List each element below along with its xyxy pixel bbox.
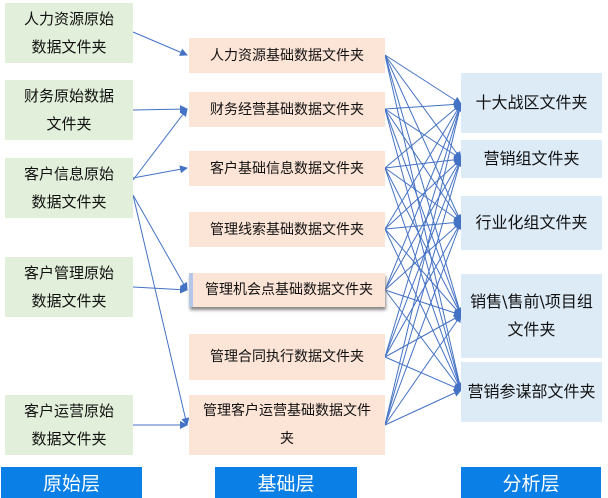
arrow-base-to-analysis xyxy=(384,158,462,230)
raw-folder-customer-info[interactable]: 客户信息原始数据文件夹 xyxy=(5,158,133,218)
raw-folder-label: 人力资源原始数据文件夹 xyxy=(23,10,114,56)
arrow-base-to-analysis xyxy=(384,314,462,358)
arrow-base-to-analysis xyxy=(384,221,462,358)
base-folder-label: 财务经营基础数据文件夹 xyxy=(210,101,364,118)
arrow-base-to-analysis xyxy=(384,108,464,391)
base-folder-finance[interactable]: 财务经营基础数据文件夹 xyxy=(189,92,385,127)
arrow-raw-to-base xyxy=(132,165,188,179)
arrow-base-to-analysis xyxy=(384,103,462,169)
arrow-base-to-analysis xyxy=(384,218,462,230)
base-folder-leads[interactable]: 管理线索基础数据文件夹 xyxy=(189,212,385,247)
arrow-raw-to-base xyxy=(132,31,188,56)
arrow-base-to-analysis xyxy=(384,289,462,317)
arrow-base-to-analysis xyxy=(384,289,462,391)
arrow-base-to-analysis xyxy=(384,54,462,105)
arrow-base-to-analysis xyxy=(384,221,462,291)
analysis-folder-label: 销售\售前\项目组文件夹 xyxy=(470,292,593,339)
arrow-base-to-analysis xyxy=(384,103,462,230)
arrow-base-to-analysis xyxy=(384,108,462,160)
base-folder-label: 管理线索基础数据文件夹 xyxy=(210,221,364,238)
base-folder-contracts[interactable]: 管理合同执行数据文件夹 xyxy=(189,334,385,380)
base-folder-label: 管理客户运营基础数据文件夹 xyxy=(203,403,371,447)
arrow-base-to-analysis xyxy=(384,167,463,391)
analysis-folder-label: 营销参谋部文件夹 xyxy=(467,382,596,401)
arrow-base-to-analysis xyxy=(384,228,462,316)
layer-label-analysis: 分析层 xyxy=(461,467,601,498)
arrow-base-to-analysis xyxy=(384,314,462,426)
arrow-base-to-analysis xyxy=(384,158,463,358)
raw-folder-hr[interactable]: 人力资源原始数据文件夹 xyxy=(5,3,133,63)
arrow-base-to-analysis xyxy=(384,103,463,291)
arrow-base-to-analysis xyxy=(384,54,463,316)
base-folder-hr[interactable]: 人力资源基础数据文件夹 xyxy=(189,38,385,73)
arrow-base-to-analysis xyxy=(384,54,462,223)
arrow-base-to-analysis xyxy=(384,108,462,223)
arrow-base-to-analysis xyxy=(384,158,463,426)
raw-folder-label: 客户运营原始数据文件夹 xyxy=(23,402,114,448)
raw-folder-label: 客户信息原始数据文件夹 xyxy=(23,165,114,211)
raw-folder-finance[interactable]: 财务原始数据文件夹 xyxy=(5,80,133,140)
arrow-raw-to-base xyxy=(132,194,190,426)
analysis-folder-sales-presales[interactable]: 销售\售前\项目组文件夹 xyxy=(461,274,602,358)
arrow-base-to-analysis xyxy=(384,103,464,426)
analysis-folder-industry[interactable]: 行业化组文件夹 xyxy=(461,196,602,250)
arrow-base-to-analysis xyxy=(384,158,462,291)
raw-folder-label: 客户管理原始数据文件夹 xyxy=(23,264,114,310)
arrow-base-to-analysis xyxy=(384,155,462,169)
arrow-raw-to-base xyxy=(132,194,188,291)
arrow-raw-to-base xyxy=(132,105,188,114)
arrow-base-to-analysis xyxy=(384,356,462,391)
base-folder-label: 客户基础信息数据文件夹 xyxy=(210,160,364,177)
base-folder-label: 管理合同执行数据文件夹 xyxy=(210,349,364,365)
arrow-base-to-analysis xyxy=(384,108,463,316)
arrow-base-to-analysis xyxy=(384,100,462,110)
analysis-folder-label: 十大战区文件夹 xyxy=(475,93,588,112)
arrow-raw-to-base xyxy=(132,285,188,294)
arrow-base-to-analysis xyxy=(384,228,462,391)
raw-folder-label: 财务原始数据文件夹 xyxy=(23,87,114,133)
arrow-base-to-analysis xyxy=(384,103,463,358)
analysis-folder-war-zones[interactable]: 十大战区文件夹 xyxy=(461,73,602,133)
analysis-folder-label: 营销组文件夹 xyxy=(483,149,580,168)
analysis-folder-staff[interactable]: 营销参谋部文件夹 xyxy=(461,362,602,422)
base-folder-customer-ops[interactable]: 管理客户运营基础数据文件夹 xyxy=(189,395,385,455)
arrow-base-to-analysis xyxy=(384,221,463,426)
raw-folder-customer-mgmt[interactable]: 客户管理原始数据文件夹 xyxy=(5,257,133,317)
raw-folder-customer-ops[interactable]: 客户运营原始数据文件夹 xyxy=(5,395,133,455)
arrow-base-to-analysis xyxy=(384,167,462,316)
arrow-raw-to-base xyxy=(132,108,188,181)
layer-label-base: 基础层 xyxy=(215,467,357,498)
analysis-folder-marketing[interactable]: 营销组文件夹 xyxy=(461,140,602,178)
base-folder-label: 人力资源基础数据文件夹 xyxy=(210,47,364,64)
base-folder-opportunities[interactable]: 管理机会点基础数据文件夹 xyxy=(189,273,385,307)
analysis-folder-label: 行业化组文件夹 xyxy=(475,213,588,232)
arrow-base-to-analysis xyxy=(384,389,462,426)
arrow-base-to-analysis xyxy=(384,167,462,223)
base-folder-customer-info[interactable]: 客户基础信息数据文件夹 xyxy=(189,151,385,186)
base-folder-label: 管理机会点基础数据文件夹 xyxy=(205,282,373,298)
layer-label-raw: 原始层 xyxy=(1,467,142,498)
